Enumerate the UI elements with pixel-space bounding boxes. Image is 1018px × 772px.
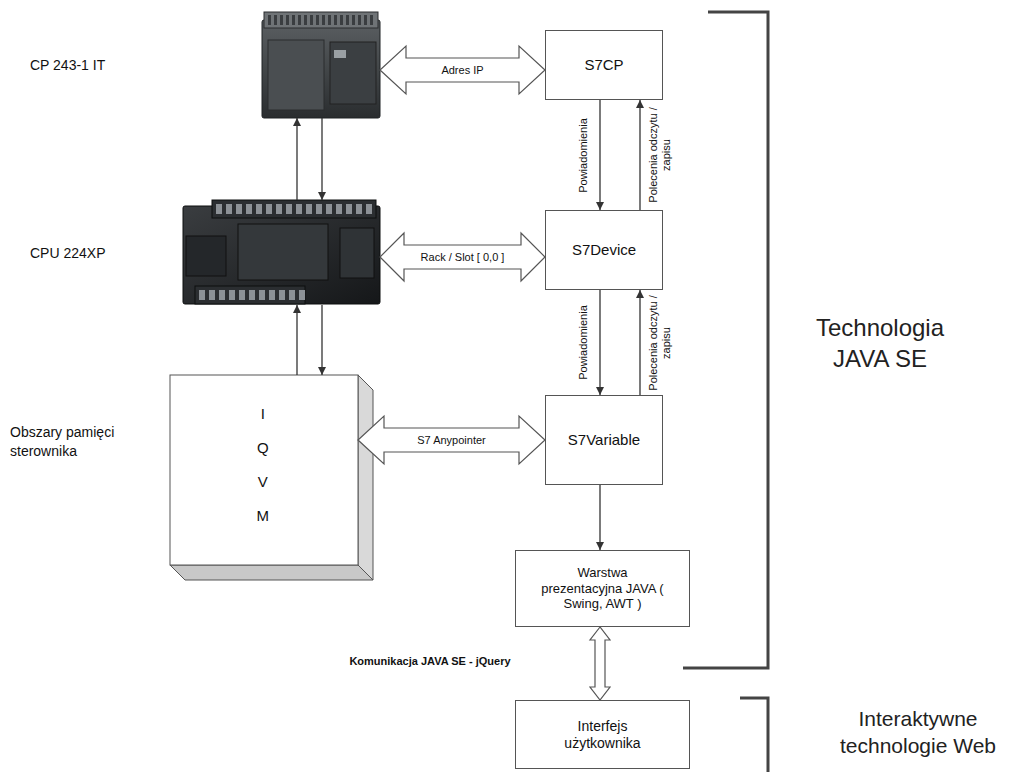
memory-block-outline xyxy=(170,375,373,580)
arrow-connector xyxy=(639,100,640,210)
edge-label: Adres IP xyxy=(439,64,485,77)
ui-box: Interfejs użytkownika xyxy=(515,700,690,769)
module-node: CP 243-1 IT xyxy=(20,12,380,118)
cp-module-picture xyxy=(262,12,380,118)
hollow-double-arrow xyxy=(380,46,545,94)
edge-label: Powiadomienia xyxy=(577,103,590,207)
section-label: Technologia JAVA SE xyxy=(800,312,960,374)
node-text: S7CP xyxy=(584,56,623,74)
arrow-connector xyxy=(321,118,322,200)
arrow-connector xyxy=(599,100,600,210)
node-text: CP 243-1 IT xyxy=(30,57,105,73)
node-text: Obszary pamięci sterownika xyxy=(10,423,135,461)
node-text: Warstwa prezentacyjna JAVA ( Swing, AWT … xyxy=(537,565,669,612)
arrow-connector xyxy=(599,290,600,395)
hollow-double-arrow xyxy=(590,627,610,700)
edge-label: Komunikacja JAVA SE - jQuery xyxy=(323,655,537,668)
edge-label: S7 Anypointer xyxy=(415,434,488,447)
bracket xyxy=(740,698,768,772)
edge-label: Polecenia odczytu / zapisu xyxy=(647,105,673,205)
hollow-double-arrow xyxy=(380,233,545,281)
section-label: Interaktywne technologie Web xyxy=(822,705,1014,760)
bracket xyxy=(683,12,768,668)
arrow-connector xyxy=(296,305,297,375)
arrow-connector xyxy=(599,485,600,550)
hollow-double-arrow xyxy=(358,416,545,464)
arrow-connector xyxy=(296,118,297,200)
class-box: S7CP xyxy=(545,30,663,100)
node-text: Interfejs użytkownika xyxy=(548,718,658,752)
module-node: CPU 224XP xyxy=(20,200,380,305)
node-text: S7Variable xyxy=(568,431,640,449)
arrow-connector xyxy=(321,305,322,375)
edge-label: Rack / Slot [ 0,0 ] xyxy=(419,251,507,264)
class-box: S7Device xyxy=(545,210,663,290)
memory-node: Obszary pamięci sterownika I Q V M xyxy=(10,375,358,565)
edge-label: Powiadomienia xyxy=(577,291,590,395)
node-text: S7Device xyxy=(572,241,636,259)
edge-label: Polecenia odczytu / zapisu xyxy=(647,293,673,393)
presentation-box: Warstwa prezentacyjna JAVA ( Swing, AWT … xyxy=(515,550,690,627)
class-box: S7Variable xyxy=(545,395,663,485)
node-text: I Q V M xyxy=(253,397,273,533)
node-text: CPU 224XP xyxy=(30,245,105,261)
cpu-module-picture xyxy=(183,200,380,304)
arrow-connector xyxy=(639,290,640,395)
